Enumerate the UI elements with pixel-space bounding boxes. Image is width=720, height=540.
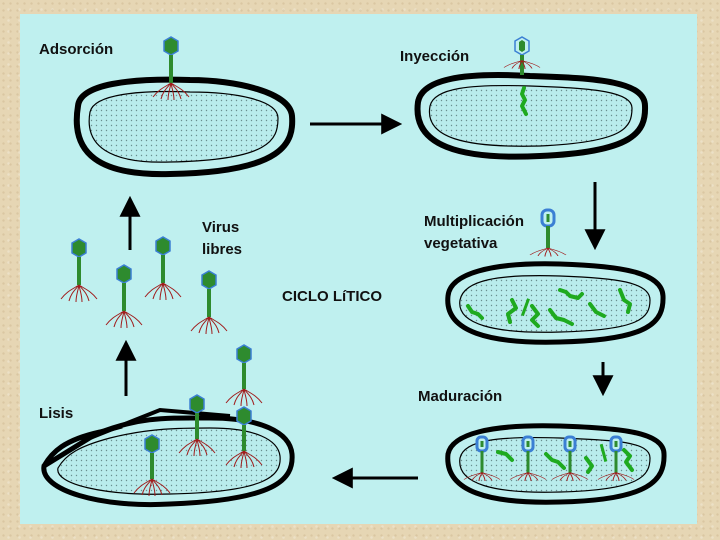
viral-dna-fragment-icon (466, 304, 484, 320)
bacteriophage-icon (105, 264, 143, 329)
bacteriophage-icon (225, 344, 263, 407)
viral-dna-fragment-icon (588, 302, 606, 318)
bacteriophage-icon (597, 435, 635, 482)
viral-dna-fragment-icon (618, 288, 632, 314)
bacteriophage-icon (178, 394, 216, 457)
bacteriophage-icon (529, 208, 567, 257)
cell-adsorcion (73, 76, 296, 178)
label-lisis: Lisis (39, 405, 74, 422)
viral-dna-fragment-icon (558, 288, 584, 300)
label-maduracion: Maduración (418, 388, 503, 405)
lytic-cycle-diagram (41, 36, 667, 508)
bacteriophage-icon (60, 238, 98, 303)
bacteriophage-icon (551, 435, 589, 482)
viral-dna-fragment-icon (548, 308, 574, 326)
viral-dna-fragment-icon (520, 298, 530, 317)
viral-dna-fragment-icon (530, 304, 540, 328)
bacteriophage-icon (152, 36, 190, 101)
viral-dna-fragment-icon (599, 443, 608, 462)
bacteriophage-icon (225, 406, 263, 469)
bacteriophage-icon (463, 435, 501, 482)
bacteriophage-icon (190, 270, 228, 335)
bacteriophage-icon (144, 236, 182, 301)
bacteriophage-icon (133, 434, 171, 497)
label-multiplicacion-1: Multiplicación (424, 213, 525, 230)
label-ciclo-litico: CICLO LíTICO (282, 288, 382, 305)
label-virus-libres-1: Virus (202, 219, 240, 236)
bacteriophage-icon (503, 36, 541, 75)
viral-dna-fragment-icon (496, 450, 514, 462)
cell-inyeccion (414, 72, 649, 160)
viral-dna-fragment-icon (520, 86, 528, 116)
label-multiplicacion-2: vegetativa (424, 235, 498, 252)
label-adsorcion: Adsorción (39, 41, 114, 58)
viral-dna-fragment-icon (544, 452, 566, 470)
bacteriophage-icon (509, 435, 547, 482)
viral-dna-fragment-icon (622, 448, 634, 472)
viral-dna-fragment-icon (506, 298, 518, 324)
viral-dna-fragment-icon (584, 456, 594, 474)
cell-lisis (41, 407, 295, 508)
label-virus-libres-2: libres (202, 241, 243, 258)
diagram-panel: Adsorción Inyección Virus libres Multipl… (20, 14, 697, 524)
label-inyeccion: Inyección (400, 48, 470, 65)
